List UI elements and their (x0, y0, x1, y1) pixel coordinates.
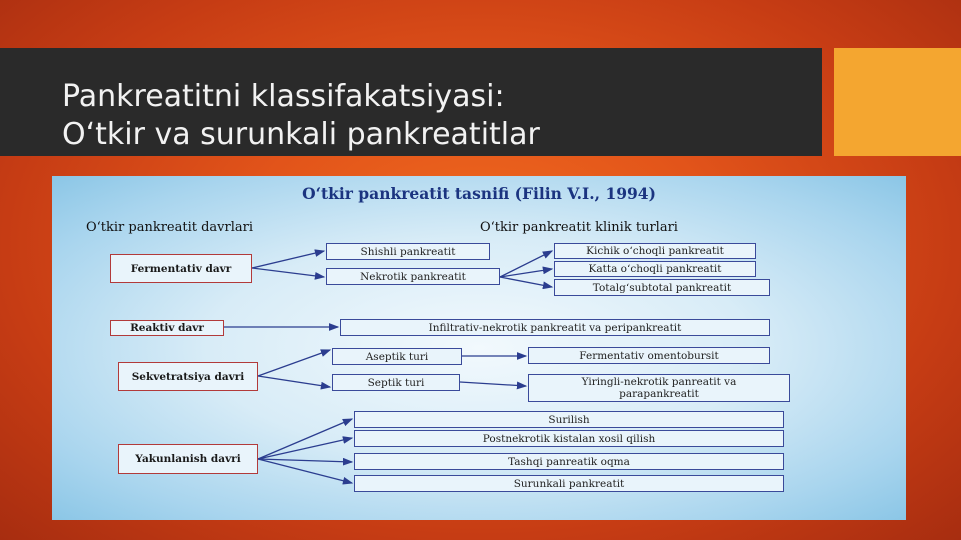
stages-header: O‘tkir pankreatit davrlari (86, 220, 254, 235)
form-nekrotik: Nekrotik pankreatit (326, 268, 500, 285)
clinical-forms-header: O‘tkir pankreatit klinik turlari (480, 220, 678, 235)
diagram-arrows (224, 249, 554, 485)
stage-reaktiv: Reaktiv davr (110, 320, 224, 336)
form-shishli: Shishli pankreatit (326, 243, 490, 260)
stage-yakunlanish: Yakunlanish davri (118, 444, 258, 474)
form-postnekrotik-kista: Postnekrotik kistalan xosil qilish (354, 430, 784, 447)
form-katta-ochoqli: Katta o‘choqli pankreatit (554, 261, 756, 277)
slide-title-line-2: O‘tkir va surunkali pankreatitlar (62, 117, 540, 152)
accent-block (834, 48, 961, 156)
form-total-subtotal: Totalg‘subtotal pankreatit (554, 279, 770, 296)
slide-title: Pankreatitni klassifakatsiyasi: O‘tkir v… (62, 78, 540, 154)
form-kichik-ochoqli: Kichik o‘choqli pankreatit (554, 243, 756, 259)
form-surilish: Surilish (354, 411, 784, 428)
title-banner (0, 48, 822, 156)
form-omentobursit: Fermentativ omentobursit (528, 347, 770, 364)
slide-title-line-1: Pankreatitni klassifakatsiyasi: (62, 79, 505, 114)
form-surunkali: Surunkali pankreatit (354, 475, 784, 492)
classification-diagram: O‘tkir pankreatit tasnifi (Filin V.I., 1… (52, 176, 906, 520)
form-aseptik: Aseptik turi (332, 348, 462, 365)
form-infiltrativ-nekrotik: Infiltrativ-nekrotik pankreatit va perip… (340, 319, 770, 336)
form-septik: Septik turi (332, 374, 460, 391)
stage-fermentativ: Fermentativ davr (110, 254, 252, 283)
form-tashqi-oqma: Tashqi panreatik oqma (354, 453, 784, 470)
stage-sekvestratsiya: Sekvetratsiya davri (118, 362, 258, 391)
diagram-title: O‘tkir pankreatit tasnifi (Filin V.I., 1… (302, 184, 656, 203)
form-yiringli-nekrotik: Yiringli-nekrotik panreatit va parapankr… (528, 374, 790, 402)
